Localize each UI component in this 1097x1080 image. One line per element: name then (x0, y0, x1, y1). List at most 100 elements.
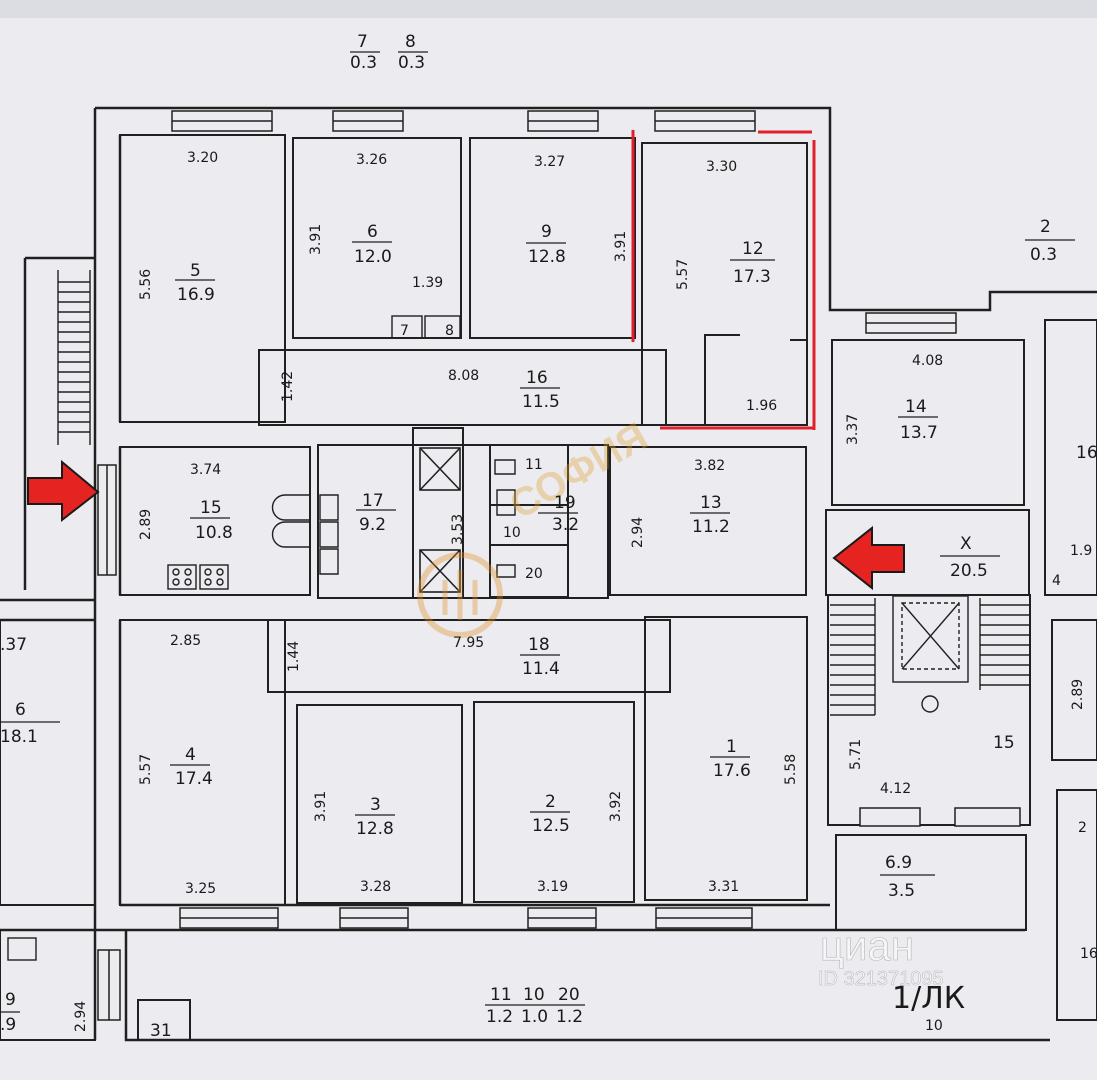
room-4-number: 4 (185, 745, 196, 765)
room-2-balcony-area: 0.3 (1030, 245, 1057, 265)
room-6-9-number: 6.9 (885, 853, 912, 873)
room-3-height: 3.91 (313, 791, 329, 822)
entrance-arrow-left (27, 459, 100, 523)
room-1-height: 5.58 (783, 754, 799, 785)
room-6-height: 3.91 (308, 224, 324, 255)
room-4-height: 5.57 (138, 754, 154, 785)
wc-10-label: 10 (503, 525, 521, 541)
room-2-area: 12.5 (532, 816, 570, 836)
wc-11-label: 11 (525, 457, 543, 473)
room-2-balcony-number: 2 (1040, 217, 1051, 237)
room-13-width: 3.82 (694, 458, 725, 474)
cian-id-text: ID 321371095 (818, 968, 944, 990)
room-2-number: 2 (545, 792, 556, 812)
room-12-dim-small: 1.96 (746, 398, 777, 414)
right-19-label: 1.9 (1070, 543, 1092, 559)
room-12-width: 3.30 (706, 159, 737, 175)
room-5-width: 3.20 (187, 150, 218, 166)
right-16-label: 16 (1076, 443, 1097, 463)
room-13-area: 11.2 (692, 517, 730, 537)
stair-15-label: 15 (993, 733, 1015, 753)
room-6-number: 6 (367, 222, 378, 242)
room-15-width: 3.74 (190, 462, 221, 478)
stair-dim-width: 4.12 (880, 781, 911, 797)
room-1-width: 3.31 (708, 879, 739, 895)
elevator-shafts (419, 447, 461, 593)
room-18-width: 1.44 (286, 641, 302, 672)
room-17-number: 17 (362, 491, 384, 511)
wc-8-label: 8 (445, 323, 454, 339)
windows (97, 110, 1021, 1021)
room-left-bottom-area: .9 (0, 1015, 16, 1035)
right-room-dim: 2.89 (1070, 679, 1086, 710)
room-15-area: 10.8 (195, 523, 233, 543)
room-6-width: 3.26 (356, 152, 387, 168)
room-2-height: 3.92 (608, 791, 624, 822)
room-18-number: 18 (528, 635, 550, 655)
room-14-width: 4.08 (912, 353, 943, 369)
room-13-number: 13 (700, 493, 722, 513)
bottom-11-area: 1.2 (486, 1007, 513, 1027)
room-6-left-dim: .37 (0, 635, 27, 655)
highlight-contour (631, 130, 816, 430)
bottom-10-label: 10 (523, 985, 545, 1005)
bottom-10b-label: 10 (925, 1018, 943, 1034)
bottom-10-area: 1.0 (521, 1007, 548, 1027)
stairs (57, 270, 1030, 716)
bottom-20-area: 1.2 (556, 1007, 583, 1027)
room-4-width-bottom: 3.25 (185, 881, 216, 897)
room-6-area: 12.0 (354, 247, 392, 267)
room-labels: 7 0.3 8 0.3 3.20 5.56 5 16.9 3.26 3.91 1… (0, 32, 1097, 1041)
room-6-left-number: 6 (15, 700, 26, 720)
cian-brand-text: циан (820, 922, 914, 969)
wc-7-label: 7 (400, 323, 409, 339)
room-left-bottom-number: 9 (5, 990, 16, 1010)
label-top-8-area: 0.3 (398, 53, 425, 73)
fixtures (7, 315, 516, 961)
room-19-number: 19 (554, 493, 576, 513)
room-17-area: 9.2 (359, 515, 386, 535)
room-5-number: 5 (190, 261, 201, 281)
bottom-1lk-label: 1/ЛК (892, 981, 965, 1016)
bottom-11-label: 11 (490, 985, 512, 1005)
room-16-width: 1.42 (280, 371, 296, 402)
room-3-number: 3 (370, 795, 381, 815)
label-top-7: 7 (357, 32, 368, 52)
room-19-area: 3.2 (552, 515, 579, 535)
room-14-height: 3.37 (845, 414, 861, 445)
room-walls (0, 134, 1097, 1041)
room-x-area: 20.5 (950, 561, 988, 581)
room-1-area: 17.6 (713, 761, 751, 781)
room-14-number: 14 (905, 397, 927, 417)
room-6-left-area: 18.1 (0, 727, 38, 747)
room-4-area: 17.4 (175, 769, 213, 789)
room-18-area: 11.4 (522, 659, 560, 679)
room-14-area: 13.7 (900, 423, 938, 443)
entrance-arrow-right (832, 525, 905, 591)
area-dividers (0, 51, 1075, 1013)
room-3-width: 3.28 (360, 879, 391, 895)
room-6-9-area: 3.5 (888, 881, 915, 901)
room-1-number: 1 (726, 737, 737, 757)
room-13-height: 2.94 (630, 517, 646, 548)
bottom-left-31-label: 31 (150, 1021, 172, 1041)
room-17-dim: 3.53 (450, 514, 466, 545)
room-4-width-top: 2.85 (170, 633, 201, 649)
room-15-height: 2.89 (138, 509, 154, 540)
cian-watermark: циан ID 321371095 (818, 922, 944, 991)
stair-dim-height: 5.71 (848, 739, 864, 770)
room-12-height: 5.57 (675, 259, 691, 290)
label-top-8: 8 (405, 32, 416, 52)
room-16-area: 11.5 (522, 392, 560, 412)
right-2-label: 2 (1078, 820, 1087, 836)
room-16-number: 16 (526, 368, 548, 388)
room-9-height: 3.91 (613, 231, 629, 262)
label-top-7-area: 0.3 (350, 53, 377, 73)
room-18-length: 7.95 (453, 635, 484, 651)
room-6-dim-small: 1.39 (412, 275, 443, 291)
room-9-width: 3.27 (534, 154, 565, 170)
room-9-number: 9 (541, 222, 552, 242)
room-left-bottom-dim: 2.94 (73, 1001, 89, 1032)
room-x-number: X (960, 534, 972, 554)
